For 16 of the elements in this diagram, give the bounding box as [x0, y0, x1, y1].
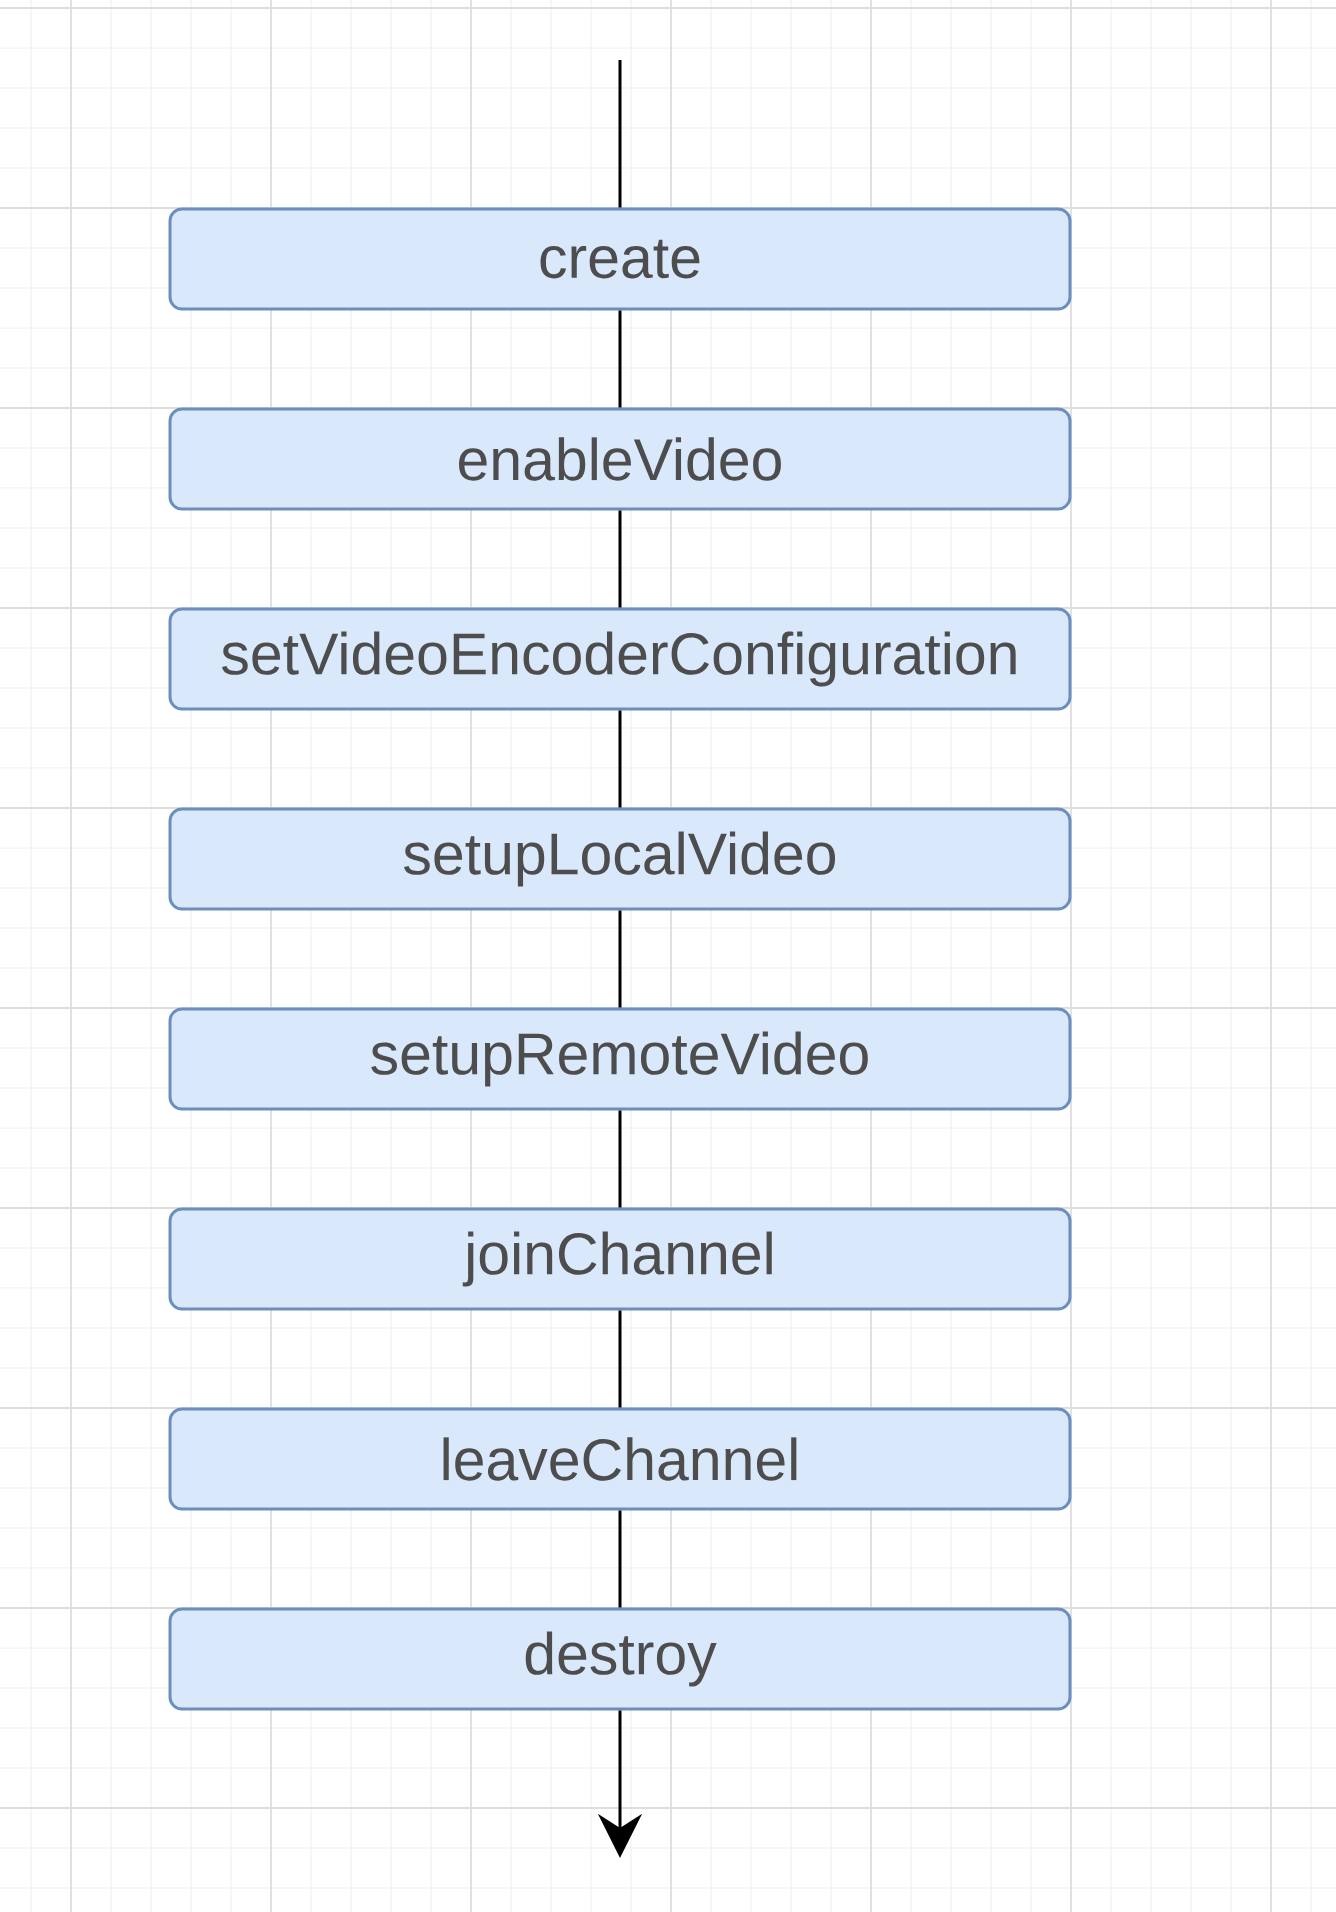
process-box: destroy: [168, 1607, 1072, 1711]
connector-line: [618, 910, 622, 1008]
connector-line: [618, 1310, 622, 1408]
process-box: setVideoEncoderConfiguration: [168, 607, 1072, 711]
process-box: leaveChannel: [168, 1407, 1072, 1511]
process-box: joinChannel: [168, 1207, 1072, 1311]
process-box: enableVideo: [168, 407, 1072, 511]
connector-line: [618, 60, 622, 208]
connector-line: [618, 710, 622, 808]
process-box: create: [168, 207, 1072, 311]
connector-line: [618, 310, 622, 408]
process-box: setupRemoteVideo: [168, 1007, 1072, 1111]
connector-line: [618, 1110, 622, 1208]
process-box: setupLocalVideo: [168, 807, 1072, 911]
connector-line: [618, 1510, 622, 1608]
connector-line: [618, 510, 622, 608]
